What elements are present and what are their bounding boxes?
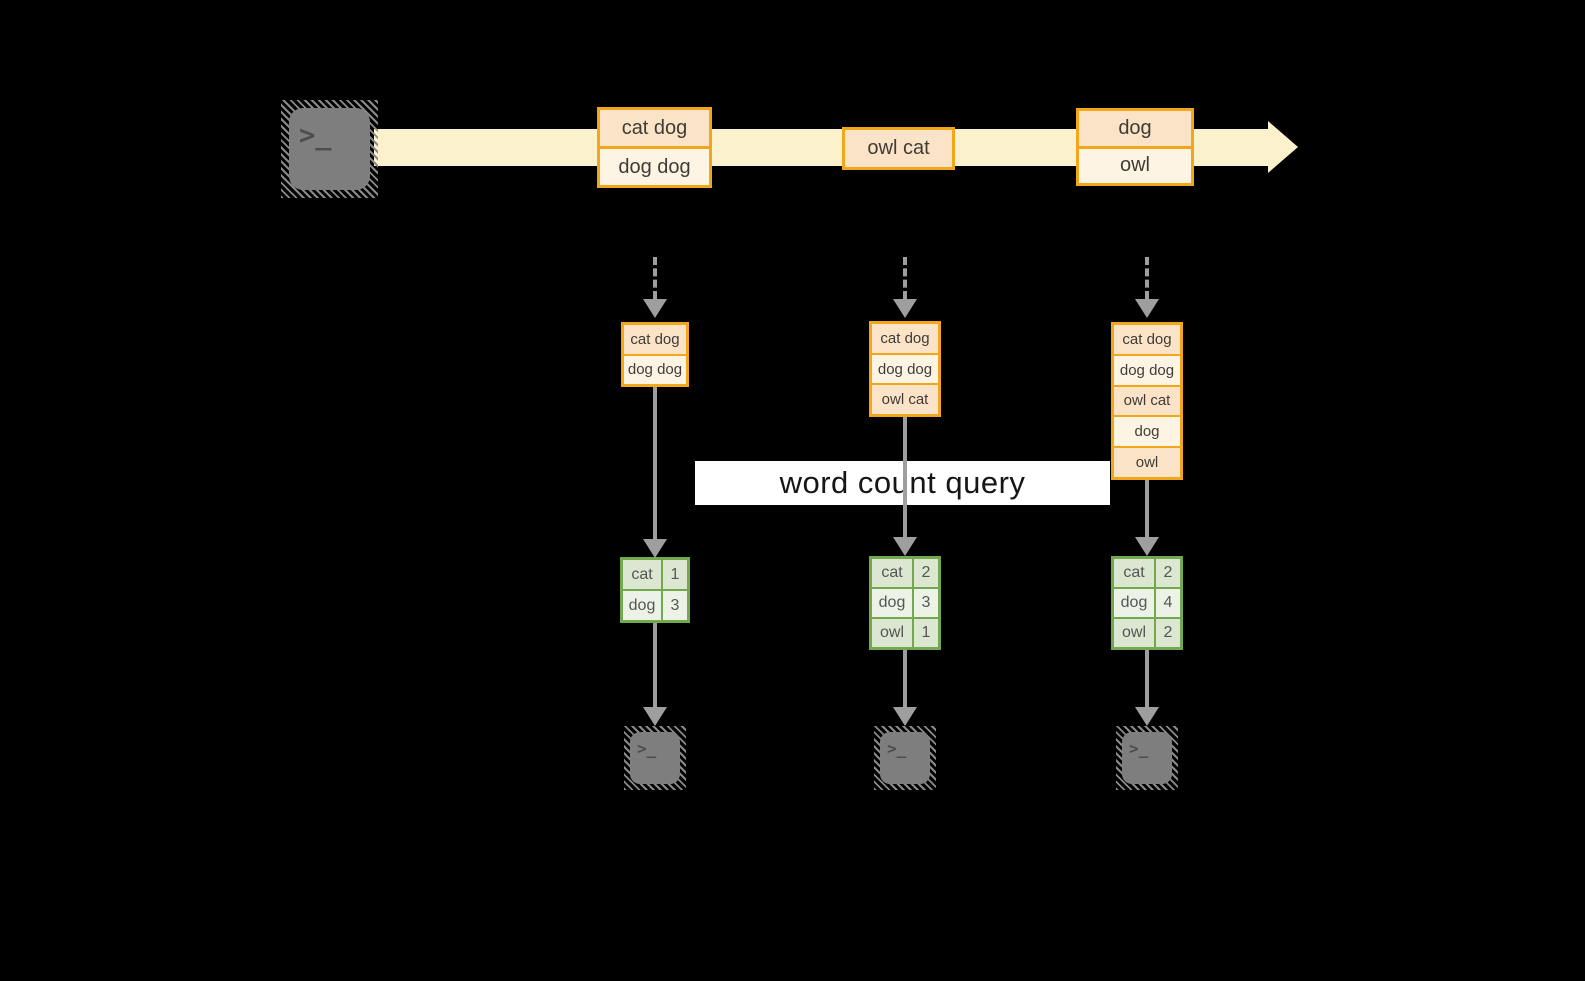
record-buffer-1: cat dog dog dog: [621, 322, 689, 387]
count-cell: 1: [914, 619, 938, 647]
dashed-arrow-line-2: [903, 257, 907, 299]
dashed-arrow-head-3: [1135, 299, 1159, 318]
event-line: owl: [1079, 145, 1191, 183]
word-cell: cat: [623, 560, 661, 589]
buffer-row: dog dog: [872, 352, 938, 384]
terminal-sink-icon-3: >_: [1116, 726, 1178, 790]
buffer-row: dog: [1114, 415, 1180, 447]
stream-event-1: cat dog dog dog: [597, 107, 712, 188]
buffer-row: owl cat: [872, 383, 938, 415]
dashed-arrow-head-2: [893, 299, 917, 318]
terminal-sink-icon-1: >_: [624, 726, 686, 790]
arrow-line: [903, 650, 907, 707]
arrow-head: [643, 539, 667, 558]
arrow-head: [893, 707, 917, 726]
prompt-glyph: >_: [299, 120, 332, 151]
buffer-row: cat dog: [872, 324, 938, 353]
count-cell: 3: [663, 591, 687, 620]
word-cell: owl: [1114, 619, 1154, 647]
count-table-2: cat 2 dog 3 owl 1: [869, 556, 941, 650]
word-cell: dog: [623, 591, 661, 620]
count-table-1: cat 1 dog 3: [620, 557, 690, 623]
arrow-line: [1145, 650, 1149, 707]
buffer-row: dog dog: [624, 353, 686, 384]
record-buffer-3: cat dog dog dog owl cat dog owl: [1111, 322, 1183, 480]
prompt-glyph: >_: [887, 739, 907, 758]
arrow-head: [893, 537, 917, 556]
arrow-line: [903, 417, 907, 537]
event-line: owl cat: [845, 130, 952, 167]
terminal-sink-icon-2: >_: [874, 726, 936, 790]
buffer-row: dog dog: [1114, 353, 1180, 385]
count-cell: 3: [914, 589, 938, 617]
event-line: dog dog: [600, 146, 709, 185]
event-line: cat dog: [600, 110, 709, 146]
count-cell: 2: [1156, 619, 1180, 647]
stream-event-3: dog owl: [1076, 108, 1194, 186]
buffer-row: owl cat: [1114, 384, 1180, 416]
event-line: dog: [1079, 111, 1191, 146]
count-cell: 1: [663, 560, 687, 589]
dashed-arrow-line-1: [653, 257, 657, 299]
terminal-screen: >_: [630, 732, 680, 784]
buffer-row: cat dog: [1114, 325, 1180, 354]
arrow-line: [653, 387, 657, 539]
count-cell: 2: [1156, 559, 1180, 587]
prompt-glyph: >_: [637, 739, 657, 758]
terminal-screen: >_: [289, 108, 370, 190]
arrow-head: [643, 707, 667, 726]
count-cell: 4: [1156, 589, 1180, 617]
terminal-screen: >_: [1122, 732, 1172, 784]
word-cell: dog: [872, 589, 912, 617]
word-cell: cat: [872, 559, 912, 587]
prompt-glyph: >_: [1129, 739, 1149, 758]
word-cell: owl: [872, 619, 912, 647]
terminal-screen: >_: [880, 732, 930, 784]
buffer-row: cat dog: [624, 325, 686, 354]
buffer-row: owl: [1114, 446, 1180, 477]
arrow-line: [1145, 480, 1149, 537]
arrow-head: [1135, 537, 1159, 556]
record-buffer-2: cat dog dog dog owl cat: [869, 321, 941, 417]
count-cell: 2: [914, 559, 938, 587]
word-cell: cat: [1114, 559, 1154, 587]
terminal-source-icon: >_: [281, 100, 378, 198]
stream-event-2: owl cat: [842, 127, 955, 170]
word-cell: dog: [1114, 589, 1154, 617]
count-table-3: cat 2 dog 4 owl 2: [1111, 556, 1183, 650]
dashed-arrow-head-1: [643, 299, 667, 318]
query-label: word count query: [695, 461, 1110, 505]
arrow-head: [1135, 707, 1159, 726]
dashed-arrow-line-3: [1145, 257, 1149, 299]
stream-arrowhead-icon: [1268, 121, 1298, 173]
arrow-line: [653, 623, 657, 707]
